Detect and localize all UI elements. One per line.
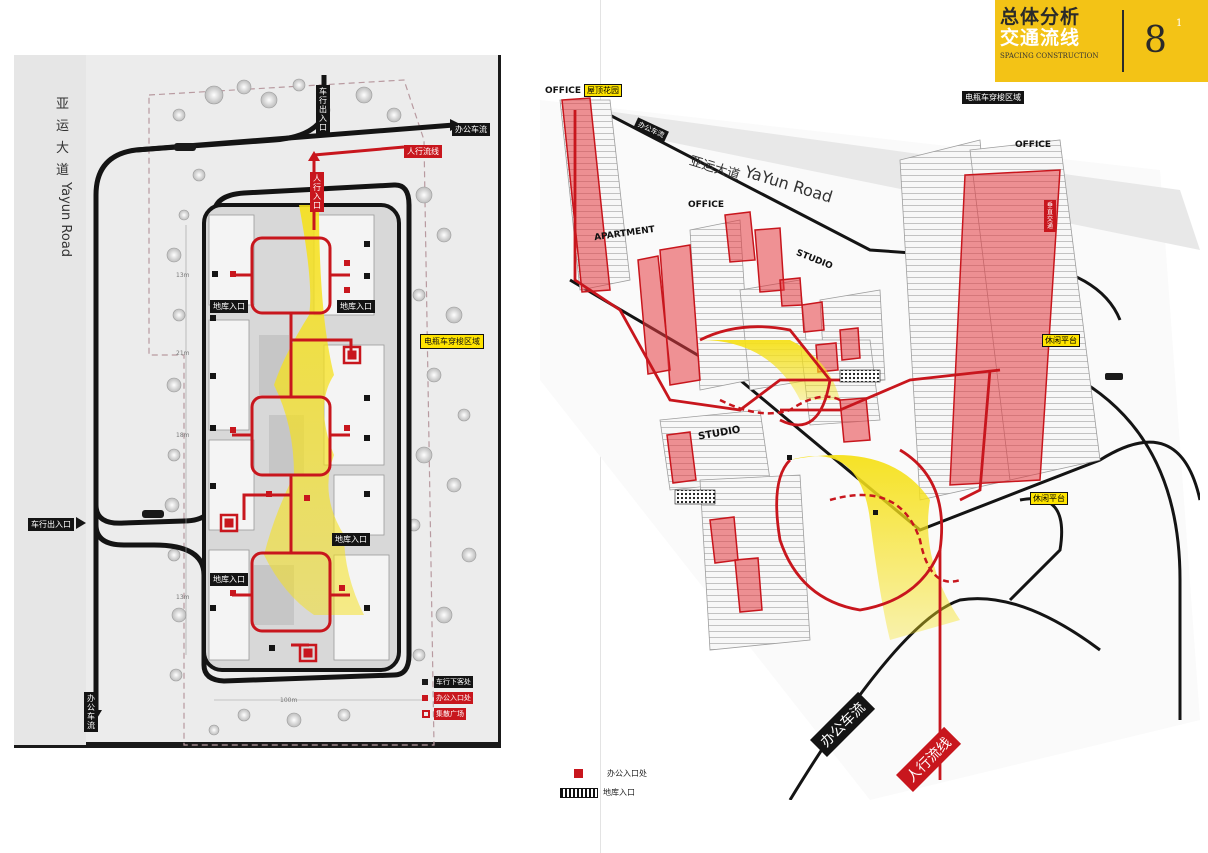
plan-legend-item: 办公入口处 xyxy=(422,692,473,704)
section-badge xyxy=(995,0,1208,82)
dim-label-4: 13m xyxy=(176,594,190,601)
ebike-area-label: 电瓶车穿梭区域 xyxy=(420,334,484,349)
axonometric-diagram xyxy=(540,97,1200,800)
pedestrian-flow-label: 人行流线 xyxy=(404,145,442,158)
garage-entry-label-3: 地库入口 xyxy=(332,533,370,546)
plan-legend-item: 集散广场 xyxy=(422,708,473,720)
axo-legend: 办公入口处 地库入口 xyxy=(560,768,647,798)
legend-label: 地库入口 xyxy=(603,788,635,797)
axo-leisure-platform-2: 休闲平台 xyxy=(1030,492,1068,505)
legend-swatch xyxy=(574,769,583,778)
plan-legend-item: 车行下客处 xyxy=(422,676,473,688)
garage-entry-label-1: 地库入口 xyxy=(210,300,248,313)
legend-swatch xyxy=(422,695,428,701)
page-number: 8 xyxy=(1144,20,1167,61)
axo-leisure-platform-1: 休闲平台 xyxy=(1042,334,1080,347)
legend-label: 办公入口处 xyxy=(607,769,647,778)
garage-entry-label-2: 地库入口 xyxy=(337,300,375,313)
axo-office-right: OFFICE xyxy=(1015,140,1052,150)
axo-office-mid: OFFICE xyxy=(688,200,725,210)
legend-label: 车行下客处 xyxy=(434,676,473,688)
garage-entry-label-4: 地库入口 xyxy=(210,573,248,586)
axo-ebike-area: 电瓶车穿梭区域 xyxy=(962,91,1024,104)
axo-vertical-traffic: 垂直交通 xyxy=(1044,200,1056,232)
axo-roof-garden: 屋顶花园 xyxy=(584,84,622,97)
axo-legend-item: 地库入口 xyxy=(560,787,647,798)
legend-swatch xyxy=(422,679,428,685)
dim-label-1: 13m xyxy=(176,272,190,279)
dim-label-bottom: 100m xyxy=(280,697,298,704)
legend-label: 集散广场 xyxy=(434,708,466,720)
road-name-en: Yayun Road xyxy=(58,182,73,258)
pedestrian-entry-label: 人行入口 xyxy=(310,172,324,212)
vehicle-entrance-top-label: 车行出入口 xyxy=(316,85,330,134)
office-flow-bottom-label: 办公车流 xyxy=(84,692,98,732)
dim-label-2: 21m xyxy=(176,350,190,357)
section-title-2: 交通流线 xyxy=(1000,27,1081,49)
section-title-1: 总体分析 xyxy=(1000,6,1081,28)
badge-divider xyxy=(1122,10,1124,72)
dim-label-3: 18m xyxy=(176,432,190,439)
section-subtitle: SPACING CONSTRUCTION xyxy=(1000,52,1099,60)
legend-swatch xyxy=(422,710,430,718)
road-name-cn: 亚运大道 xyxy=(56,97,70,178)
site-plan xyxy=(14,55,501,748)
axo-office-left: OFFICE xyxy=(545,86,582,96)
axo-legend-item: 办公入口处 xyxy=(560,768,647,779)
legend-label: 办公入口处 xyxy=(434,692,473,704)
page-number-sup: 1 xyxy=(1176,18,1183,29)
vehicle-entrance-left-label: 车行出入口 xyxy=(28,518,74,531)
legend-swatch xyxy=(560,787,598,798)
plan-legend: 车行下客处 办公入口处 集散广场 xyxy=(422,676,473,720)
office-flow-top-label: 办公车流 xyxy=(452,123,490,136)
